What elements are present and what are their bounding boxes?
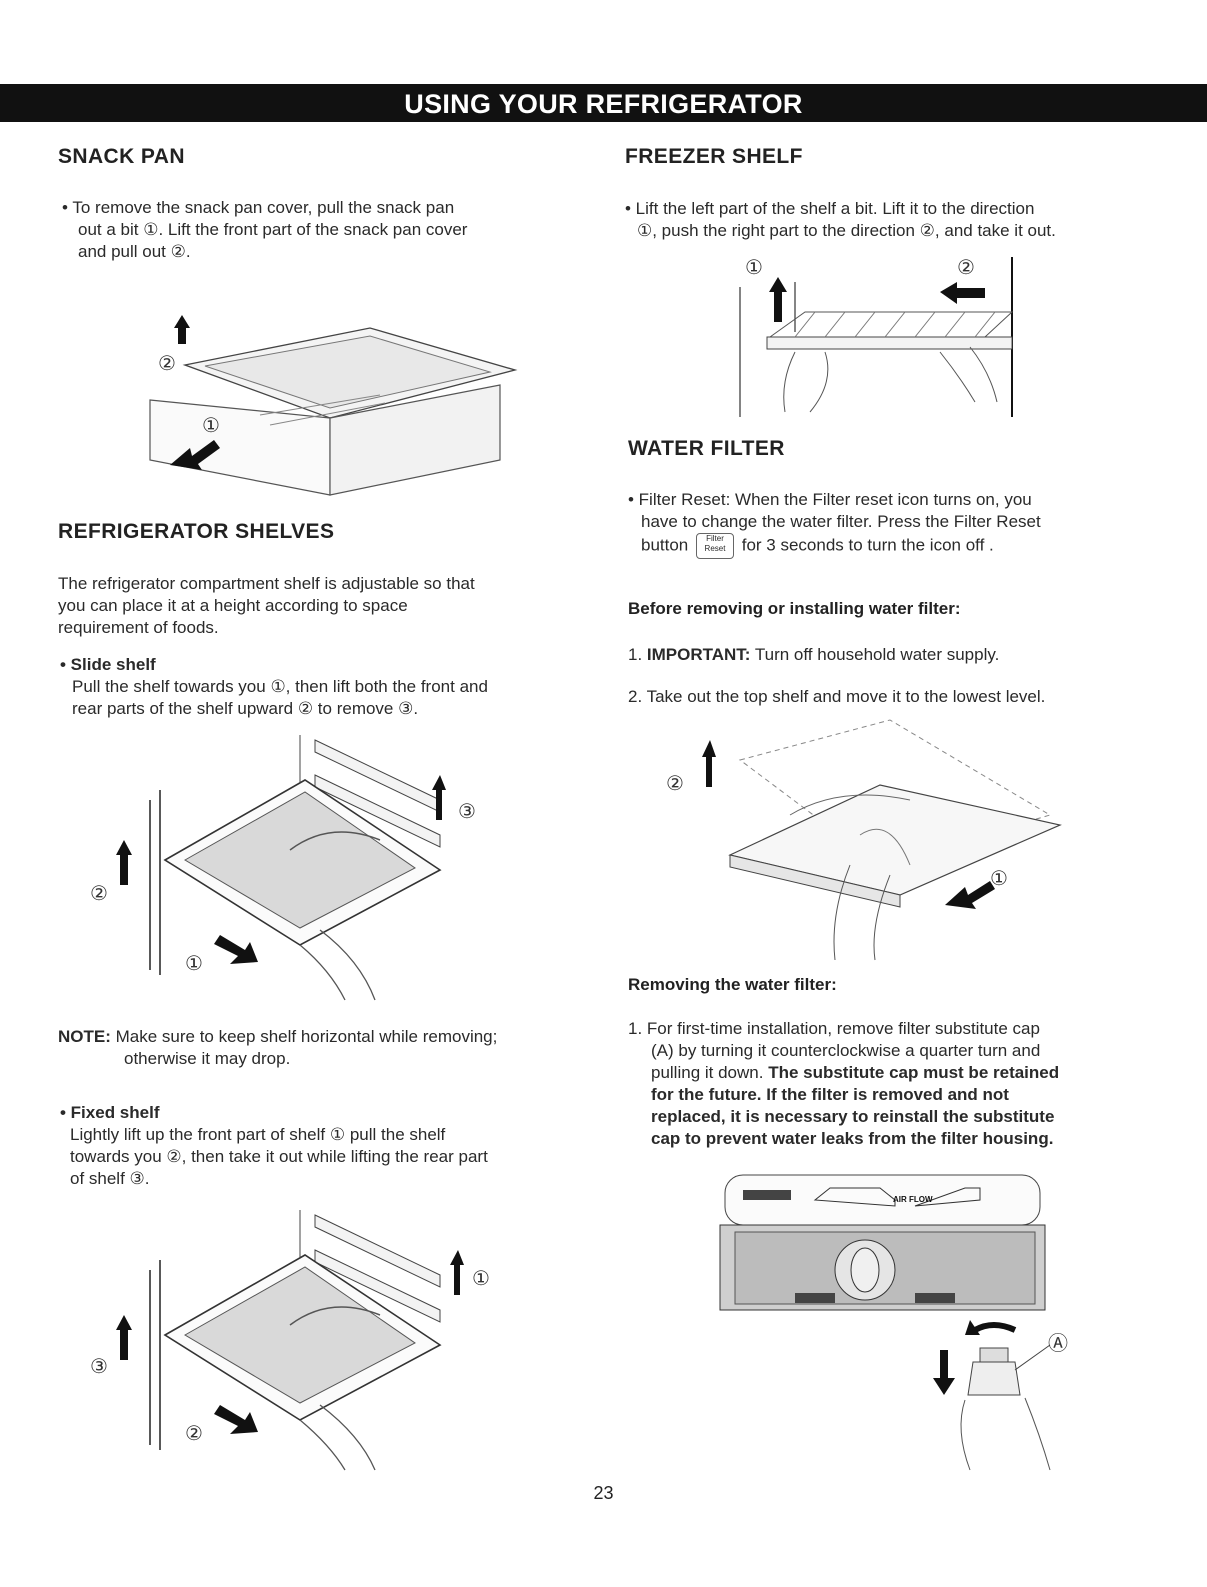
slide-shelf-label-1: ① [185, 951, 203, 975]
step-2: 2. Take out the top shelf and move it to… [628, 687, 1046, 706]
fixed-shelf-line-2: towards you ②, then take it out while li… [70, 1147, 488, 1166]
note-text-1: Make sure to keep shelf horizontal while… [110, 1027, 498, 1046]
snack-pan-label-1: ① [202, 413, 220, 437]
step-1: 1. IMPORTANT: Turn off household water s… [628, 644, 999, 666]
freezer-shelf-line-2: ①, push the right part to the direction … [637, 221, 1056, 240]
page-number: 23 [593, 1483, 614, 1503]
filter-reset-line-3: button Filter Reset for 3 seconds to tur… [641, 533, 994, 559]
step-1-text: Turn off household water supply. [750, 645, 1000, 664]
snack-pan-line-3: and pull out ②. [78, 242, 191, 261]
filter-reset-button-icon: Filter Reset [696, 533, 734, 559]
shelves-intro-line-1: The refrigerator compartment shelf is ad… [58, 574, 475, 593]
freezer-shelf-label-2: ② [957, 255, 975, 279]
freezer-shelf-illustration: ① ② [735, 252, 1020, 422]
slide-shelf-illustration: ③ ② ① [80, 730, 530, 1005]
rm-step-1-number: 1. [628, 1019, 643, 1038]
slide-shelf-heading: • Slide shelf [60, 655, 156, 674]
rm-line-2: (A) by turning it counterclockwise a qua… [651, 1041, 1041, 1060]
top-shelf-illustration: ② ① [660, 715, 1070, 975]
shelves-intro-line-2: you can place it at a height according t… [58, 596, 408, 615]
slide-shelf-label-3: ③ [458, 799, 476, 823]
fixed-shelf-illustration: ① ③ ② [80, 1205, 530, 1475]
note-line-2: otherwise it may drop. [124, 1049, 291, 1068]
step-1-number: 1. [628, 645, 647, 664]
freezer-shelf-title: FREEZER SHELF [625, 145, 803, 168]
rm-bold-3: replaced, it is necessary to reinstall t… [651, 1107, 1055, 1126]
before-removing-heading: Before removing or installing water filt… [628, 599, 961, 618]
fixed-shelf-line-1: Lightly lift up the front part of shelf … [70, 1125, 446, 1144]
fixed-shelf-heading: • Fixed shelf [60, 1103, 160, 1122]
section-banner: USING YOUR REFRIGERATOR [0, 84, 1207, 122]
rm-bold-4: cap to prevent water leaks from the filt… [651, 1129, 1054, 1148]
fixed-shelf-label-3: ③ [90, 1354, 108, 1378]
rm-line-1: For first-time installation, remove filt… [646, 1019, 1040, 1038]
filter-reset-icon-top: Filter [706, 534, 724, 543]
cap-label-a: Ⓐ [1048, 1331, 1068, 1355]
slide-shelf-line-2: rear parts of the shelf upward ② to remo… [72, 699, 419, 718]
shelves-intro-line-3: requirement of foods. [58, 618, 219, 637]
snack-pan-line-1: • To remove the snack pan cover, pull th… [62, 198, 455, 217]
top-shelf-label-1: ① [990, 866, 1008, 890]
filter-reset-line-2: have to change the water filter. Press t… [641, 512, 1041, 531]
rm-bold-2: for the future. If the filter is removed… [651, 1085, 1009, 1104]
filter-housing-illustration: AIR FLOW Ⓐ [715, 1170, 1080, 1475]
freezer-shelf-line-1: • Lift the left part of the shelf a bit.… [625, 199, 1035, 218]
freezer-shelf-label-1: ① [745, 255, 763, 279]
fixed-shelf-line-3: of shelf ③. [70, 1169, 150, 1188]
rm-step-1-line-1: 1. For first-time installation, remove f… [628, 1018, 1040, 1040]
refrigerator-shelves-title: REFRIGERATOR SHELVES [58, 520, 335, 543]
filter-reset-button-word: button [641, 535, 689, 555]
removing-filter-heading: Removing the water filter: [628, 975, 837, 994]
note-label: NOTE: [58, 1027, 111, 1046]
slide-shelf-label-2: ② [90, 881, 108, 905]
top-shelf-label-2: ② [666, 771, 684, 795]
filter-reset-tail: for 3 seconds to turn the icon off . [741, 535, 994, 555]
rm-line-3-text: pulling it down. [651, 1063, 769, 1082]
water-filter-title: WATER FILTER [628, 437, 785, 460]
rm-line-3: pulling it down. The substitute cap must… [651, 1062, 1059, 1084]
fixed-shelf-label-2: ② [185, 1421, 203, 1445]
step-1-important: IMPORTANT: [646, 645, 751, 664]
filter-reset-line-1: • Filter Reset: When the Filter reset ic… [628, 490, 1032, 509]
air-flow-label: AIR FLOW [893, 1195, 933, 1204]
snack-pan-label-2: ② [158, 351, 176, 375]
slide-shelf-line-1: Pull the shelf towards you ①, then lift … [72, 677, 488, 696]
filter-reset-icon-bottom: Reset [704, 544, 726, 553]
rm-bold-1: The substitute cap must be retained [768, 1063, 1060, 1082]
fixed-shelf-label-1: ① [472, 1266, 490, 1290]
snack-pan-title: SNACK PAN [58, 145, 185, 168]
note-line-1: NOTE: Make sure to keep shelf horizontal… [58, 1026, 497, 1048]
snack-pan-line-2: out a bit ①. Lift the front part of the … [78, 220, 468, 239]
snack-pan-illustration: ② ① [130, 300, 530, 510]
